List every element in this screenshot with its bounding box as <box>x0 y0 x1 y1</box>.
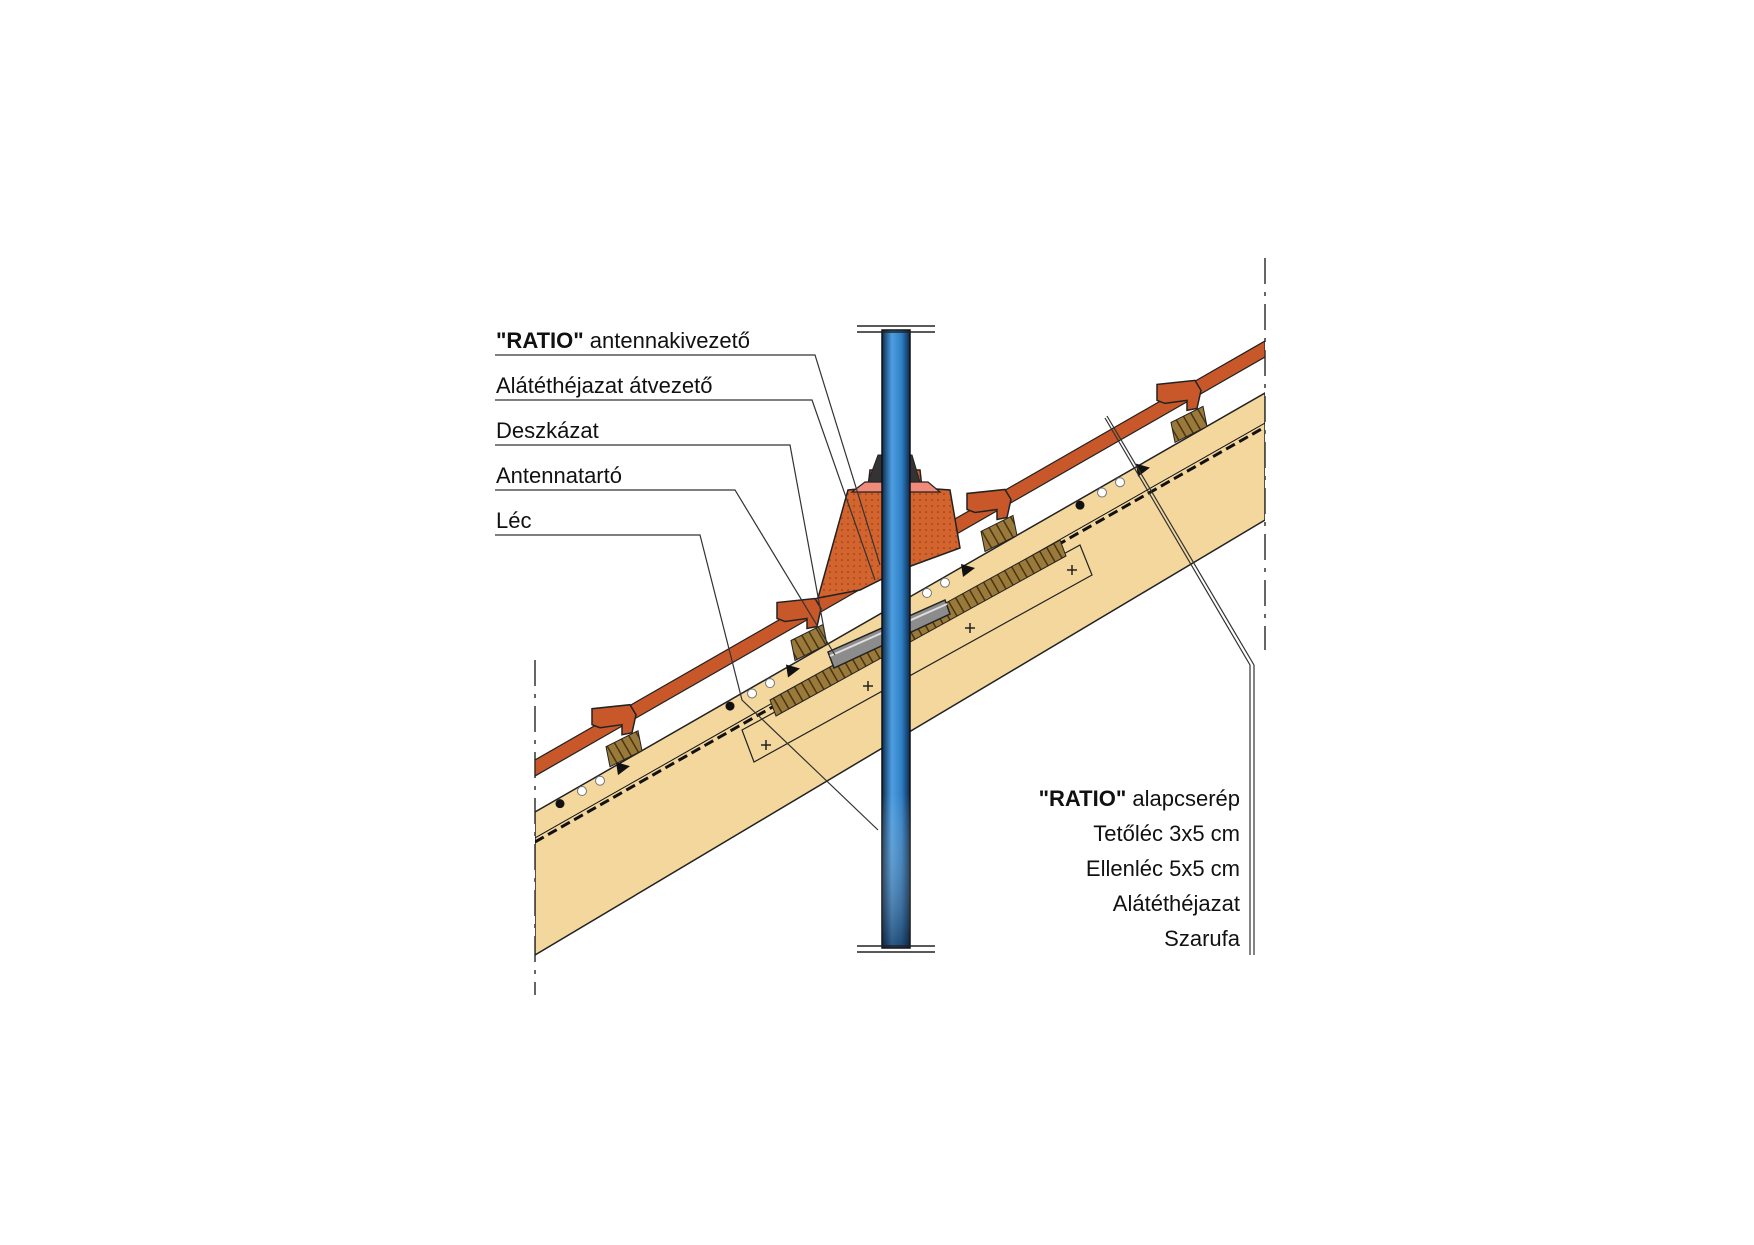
roof-batten-block <box>605 729 643 768</box>
tile-hook <box>966 488 1018 553</box>
label-rafter: Szarufa <box>1164 926 1241 951</box>
label-roof-batten: Tetőléc 3x5 cm <box>1093 821 1240 846</box>
label-antenna-outlet: "RATIO" antennakivezető <box>496 328 750 353</box>
roof-batten-block <box>1170 405 1208 444</box>
leader-lines-left <box>495 354 881 831</box>
symbol-circle <box>1115 477 1125 488</box>
symbol-dot <box>555 799 565 809</box>
symbol-arrow <box>786 664 800 678</box>
label-boarding: Deszkázat <box>496 418 599 443</box>
symbol-circle <box>577 786 587 797</box>
fastener-markers <box>761 565 1077 750</box>
label-underlay-passthrough: Alátéthéjazat átvezető <box>496 373 712 398</box>
symbol-arrow <box>1136 463 1150 477</box>
label-underlay: Alátéthéjazat <box>1113 891 1240 916</box>
symbol-circle <box>922 588 932 599</box>
label-antenna-bracket: Antennatartó <box>496 463 622 488</box>
pipe-break-marks <box>857 325 935 953</box>
tile-hook <box>1156 379 1208 444</box>
symbol-arrow <box>616 762 630 776</box>
label-batten: Léc <box>496 508 531 533</box>
symbol-dot <box>725 701 735 711</box>
label-base-tile: "RATIO" alapcserép <box>1039 786 1240 811</box>
roof-batten-block <box>790 623 828 662</box>
symbol-dot <box>1075 500 1085 510</box>
symbol-circle <box>765 678 775 689</box>
symbol-arrow <box>961 564 975 578</box>
leader-line-right <box>1104 417 1251 955</box>
tile-hook <box>776 597 828 662</box>
roof-batten-block <box>980 514 1018 553</box>
tile-hook <box>591 703 643 768</box>
symbol-circle <box>595 775 605 786</box>
symbol-circle <box>940 577 950 588</box>
symbol-circle <box>1097 487 1107 498</box>
symbol-circle <box>747 688 757 699</box>
label-counter-batten: Ellenléc 5x5 cm <box>1086 856 1240 881</box>
underlay-membrane <box>535 425 1265 844</box>
